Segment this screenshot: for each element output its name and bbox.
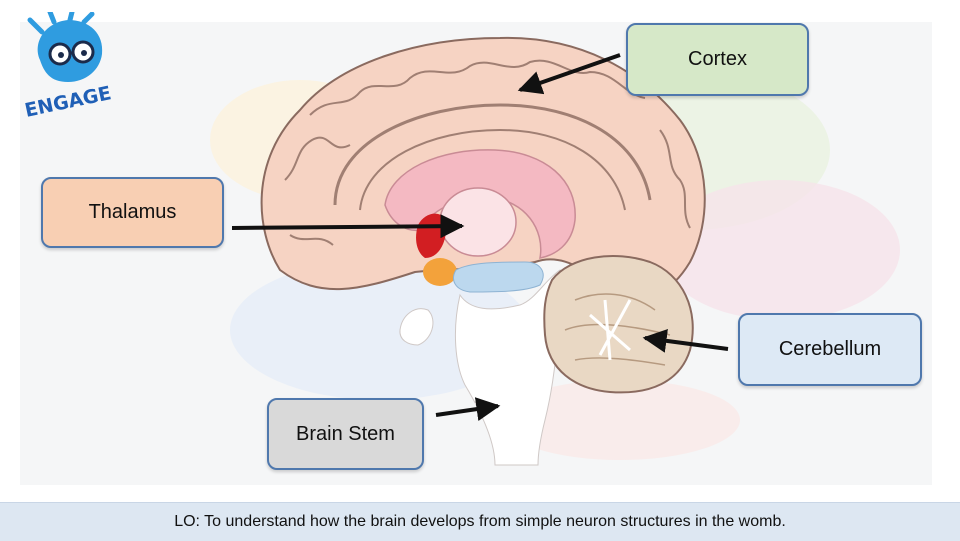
- cerebellum-arrow: [642, 328, 729, 353]
- svg-text:ENGAGE: ENGAGE: [23, 82, 113, 118]
- brain-stem-label: Brain Stem: [267, 398, 424, 470]
- engage-logo: ENGAGE: [23, 12, 113, 118]
- orange-structure: [423, 258, 457, 286]
- thalamus-arrow: [231, 214, 465, 239]
- cerebellum-label: Cerebellum: [738, 313, 922, 386]
- cerebellum-structure: [543, 255, 694, 394]
- thalamus-label: Thalamus: [41, 177, 224, 248]
- brain-stem-structure: [454, 269, 561, 466]
- blue-structure: [453, 261, 544, 293]
- thalamus-structure: [439, 187, 517, 257]
- cortex-arrow: [517, 53, 621, 95]
- brainstem-arrow: [435, 397, 501, 421]
- learning-objective-text: LO: To understand how the brain develops…: [174, 513, 786, 530]
- cortex-label: Cortex: [626, 23, 809, 96]
- pituitary-structure: [399, 308, 434, 346]
- learning-objective-bar: LO: To understand how the brain develops…: [0, 502, 960, 541]
